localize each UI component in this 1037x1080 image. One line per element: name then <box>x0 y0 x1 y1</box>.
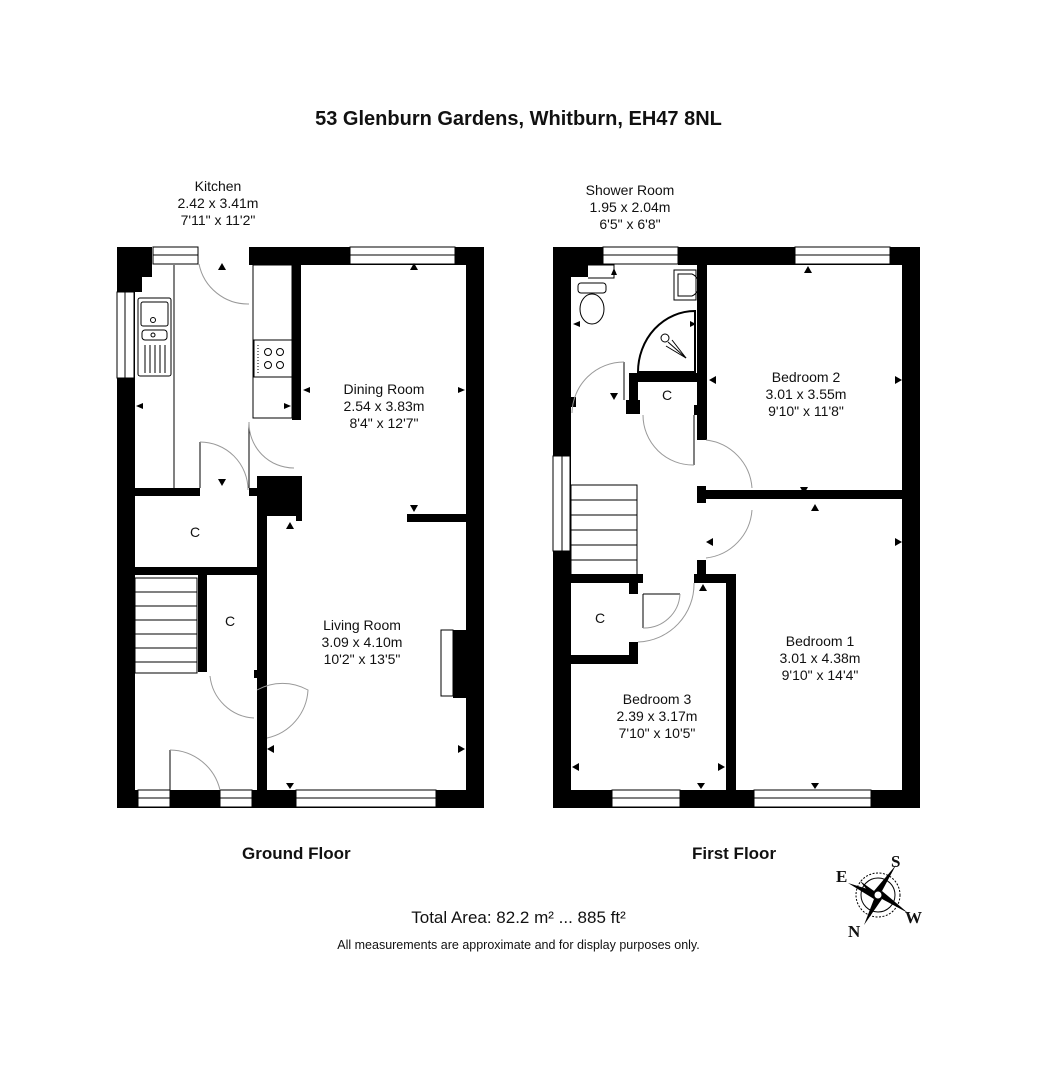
cupboard-label: C <box>224 613 236 629</box>
room-imperial: 10'2" x 13'5" <box>323 651 401 667</box>
room-metric: 3.01 x 4.38m <box>779 650 861 666</box>
room-name: Shower Room <box>585 182 675 198</box>
room-label-living-room: Living Room 3.09 x 4.10m 10'2" x 13'5" <box>282 617 442 668</box>
total-area: Total Area: 82.2 m² ... 885 ft² <box>411 908 626 927</box>
room-imperial: 9'10" x 14'4" <box>781 667 859 683</box>
room-name: Bedroom 2 <box>771 369 841 385</box>
cupboard-label: C <box>189 524 201 540</box>
room-metric: 2.39 x 3.17m <box>616 708 698 724</box>
room-label-bedroom-1: Bedroom 1 3.01 x 4.38m 9'10" x 14'4" <box>740 633 900 684</box>
compass-north-label: N <box>848 922 861 941</box>
compass-east-label: E <box>836 867 848 886</box>
room-label-shower-room: Shower Room 1.95 x 2.04m 6'5" x 6'8" <box>550 182 710 233</box>
room-imperial: 7'11" x 11'2" <box>180 212 256 228</box>
room-imperial: 9'10" x 11'8" <box>768 403 844 419</box>
room-name: Bedroom 1 <box>785 633 855 649</box>
room-imperial: 7'10" x 10'5" <box>618 725 696 741</box>
room-metric: 3.01 x 3.55m <box>765 386 847 402</box>
room-name: Bedroom 3 <box>622 691 692 707</box>
cupboard-label: C <box>661 387 673 403</box>
cupboard-label: C <box>594 610 606 626</box>
room-label-bedroom-3: Bedroom 3 2.39 x 3.17m 7'10" x 10'5" <box>577 691 737 742</box>
room-label-bedroom-2: Bedroom 2 3.01 x 3.55m 9'10" x 11'8" <box>726 369 886 420</box>
property-address-title: 53 Glenburn Gardens, Whitburn, EH47 8NL <box>315 108 722 130</box>
room-label-kitchen: Kitchen 2.42 x 3.41m 7'11" x 11'2" <box>138 178 298 229</box>
compass-south-label: S <box>891 852 901 871</box>
room-metric: 1.95 x 2.04m <box>589 199 671 215</box>
room-metric: 3.09 x 4.10m <box>321 634 403 650</box>
floor-label-first: First Floor <box>692 844 777 863</box>
room-name: Dining Room <box>343 381 425 397</box>
room-metric: 2.54 x 3.83m <box>343 398 425 414</box>
room-imperial: 8'4" x 12'7" <box>349 415 419 431</box>
compass-west-label: W <box>905 908 922 927</box>
floor-label-ground: Ground Floor <box>242 844 351 863</box>
room-label-dining-room: Dining Room 2.54 x 3.83m 8'4" x 12'7" <box>304 381 464 432</box>
disclaimer: All measurements are approximate and for… <box>337 938 700 952</box>
room-name: Living Room <box>323 617 401 633</box>
room-name: Kitchen <box>194 178 242 194</box>
room-metric: 2.42 x 3.41m <box>177 195 259 211</box>
compass-icon <box>848 865 908 925</box>
room-imperial: 6'5" x 6'8" <box>599 216 661 232</box>
